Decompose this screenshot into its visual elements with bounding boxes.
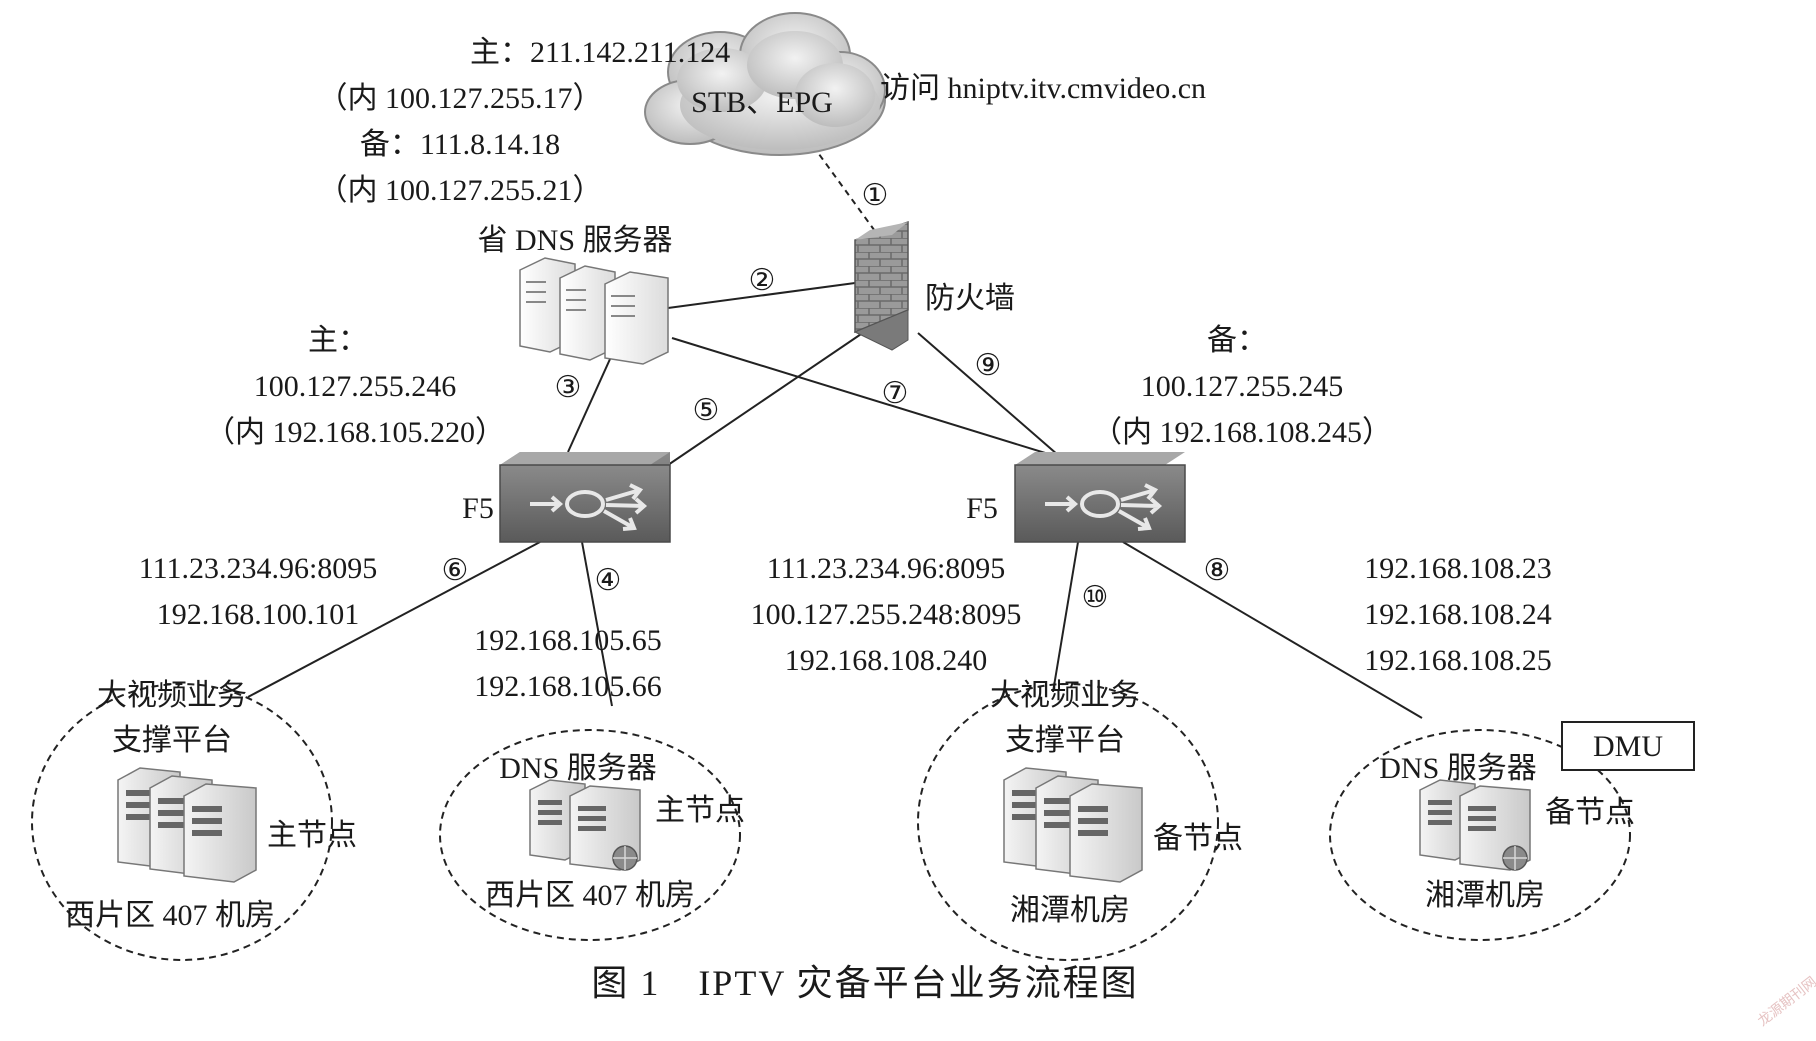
- step-8-marker: ⑧: [1204, 553, 1231, 588]
- firewall-icon: [853, 220, 909, 351]
- firewall: 防火墙: [853, 220, 1015, 351]
- cloud-stb-epg: STB、EPG: [644, 12, 886, 156]
- f5-backup-ip: 100.127.255.245: [1141, 370, 1344, 403]
- west-video-title-2: 支撑平台: [112, 724, 232, 757]
- right-video-link-ip-2: 100.127.255.248:8095: [751, 598, 1022, 631]
- link-firewall-f5-primary: [667, 327, 871, 466]
- xt-dns-node-role: 备节点: [1545, 796, 1635, 829]
- west-video-room: 西片区 407 机房: [65, 899, 275, 932]
- server-globe-icon: [529, 779, 641, 871]
- f5-backup-internal: （内 192.168.108.245）: [1092, 416, 1392, 449]
- f5-backup-role: 备：: [1207, 324, 1267, 357]
- dmu-label: DMU: [1593, 730, 1663, 763]
- server-cluster-icon: [1003, 767, 1143, 883]
- right-dns-link-ip-3: 192.168.108.25: [1364, 644, 1552, 677]
- province-dns-backup-ip: 备：111.8.14.18: [360, 128, 560, 161]
- f5-backup-label: F5: [966, 492, 998, 525]
- f5-primary-ip: 100.127.255.246: [254, 370, 457, 403]
- load-balancer-icon: [1014, 452, 1186, 543]
- link-f5-primary-west-dns: [581, 541, 613, 707]
- west-video-node-role: 主节点: [267, 819, 357, 852]
- f5-primary-internal: （内 192.168.105.220）: [205, 416, 505, 449]
- access-domain-label: 访问 hniptv.itv.cmvideo.cn: [880, 72, 1206, 105]
- province-dns-backup-internal: （内 100.127.255.21）: [318, 174, 603, 207]
- rack-server-icon: [519, 257, 669, 365]
- f5-primary-role: 主：: [308, 324, 368, 357]
- dmu-badge: [1561, 721, 1695, 771]
- left-dns-link-ip-1: 192.168.105.65: [474, 624, 662, 657]
- xt-video-room: 湘潭机房: [1010, 894, 1130, 927]
- link-dns-f5-backup: [671, 337, 1056, 457]
- server-cluster-icon: [117, 767, 257, 883]
- right-dns-link-ip-1: 192.168.108.23: [1364, 552, 1552, 585]
- step-1-marker: ①: [862, 178, 889, 213]
- left-dns-link-ip-2: 192.168.105.66: [474, 670, 662, 703]
- xt-video-node-role: 备节点: [1153, 822, 1243, 855]
- link-f5-primary-west-video: [247, 541, 541, 698]
- f5-primary: 主： 100.127.255.246 （内 192.168.105.220） F…: [205, 324, 671, 543]
- west-dns-room: 西片区 407 机房: [485, 879, 695, 912]
- xt-video-title-1: 大视频业务: [990, 679, 1140, 712]
- province-dns-primary-ip: 主：211.142.211.124: [470, 36, 730, 69]
- f5-backup: 备： 100.127.255.245 （内 192.168.108.245） F…: [966, 324, 1392, 543]
- right-video-link-ip-3: 192.168.108.240: [785, 644, 988, 677]
- west-dns-node-role: 主节点: [655, 794, 745, 827]
- zone-xiangtan-dns-server: DMU DNS 服务器 备节点 湘潭机房: [1329, 721, 1695, 941]
- xt-video-title-2: 支撑平台: [1005, 724, 1125, 757]
- cloud-label: STB、EPG: [691, 86, 833, 119]
- link-f5-backup-xt-video: [1052, 541, 1079, 693]
- step-7-marker: ⑦: [882, 376, 909, 411]
- step-5-marker: ⑤: [693, 393, 720, 428]
- step-3-marker: ③: [555, 370, 582, 405]
- f5-primary-label: F5: [462, 492, 494, 525]
- load-balancer-icon: [499, 452, 671, 543]
- zone-west-dns-server: DNS 服务器 主节点 西片区 407 机房: [439, 729, 745, 941]
- cloud-icon: [644, 12, 886, 156]
- watermark-text: 龙源期刊网: [1755, 974, 1816, 1030]
- step-6-marker: ⑥: [442, 553, 469, 588]
- xt-dns-title: DNS 服务器: [1379, 752, 1537, 785]
- step-2-marker: ②: [749, 263, 776, 298]
- step-4-marker: ④: [595, 563, 622, 598]
- left-video-link-ip-2: 192.168.100.101: [157, 598, 360, 631]
- figure-caption: 图 1 IPTV 灾备平台业务流程图: [591, 963, 1138, 1003]
- west-video-title-1: 大视频业务: [97, 679, 247, 712]
- links: [247, 127, 1423, 719]
- province-dns-server: 主：211.142.211.124 （内 100.127.255.17） 备：1…: [318, 36, 730, 365]
- link-f5-backup-xt-dns: [1122, 541, 1423, 719]
- zone-west-video-platform: 大视频业务 支撑平台 主节点 西片区 407 机房: [31, 679, 357, 961]
- link-firewall-f5-backup: [917, 332, 1059, 456]
- step-10-marker: ⑩: [1082, 580, 1109, 615]
- province-dns-label: 省 DNS 服务器: [477, 224, 672, 257]
- right-video-link-ip-1: 111.23.234.96:8095: [767, 552, 1006, 585]
- link-dns-f5-primary: [567, 347, 616, 453]
- server-globe-icon: [1419, 779, 1531, 871]
- zone-xiangtan-video-platform: 大视频业务 支撑平台 备节点 湘潭机房: [917, 679, 1243, 961]
- west-dns-title: DNS 服务器: [499, 752, 657, 785]
- xt-dns-room: 湘潭机房: [1425, 879, 1545, 912]
- province-dns-primary-internal: （内 100.127.255.17）: [318, 82, 603, 115]
- left-video-link-ip-1: 111.23.234.96:8095: [139, 552, 378, 585]
- link-dns-firewall: [667, 282, 856, 309]
- step-9-marker: ⑨: [975, 348, 1002, 383]
- firewall-label: 防火墙: [925, 282, 1015, 315]
- right-dns-link-ip-2: 192.168.108.24: [1364, 598, 1552, 631]
